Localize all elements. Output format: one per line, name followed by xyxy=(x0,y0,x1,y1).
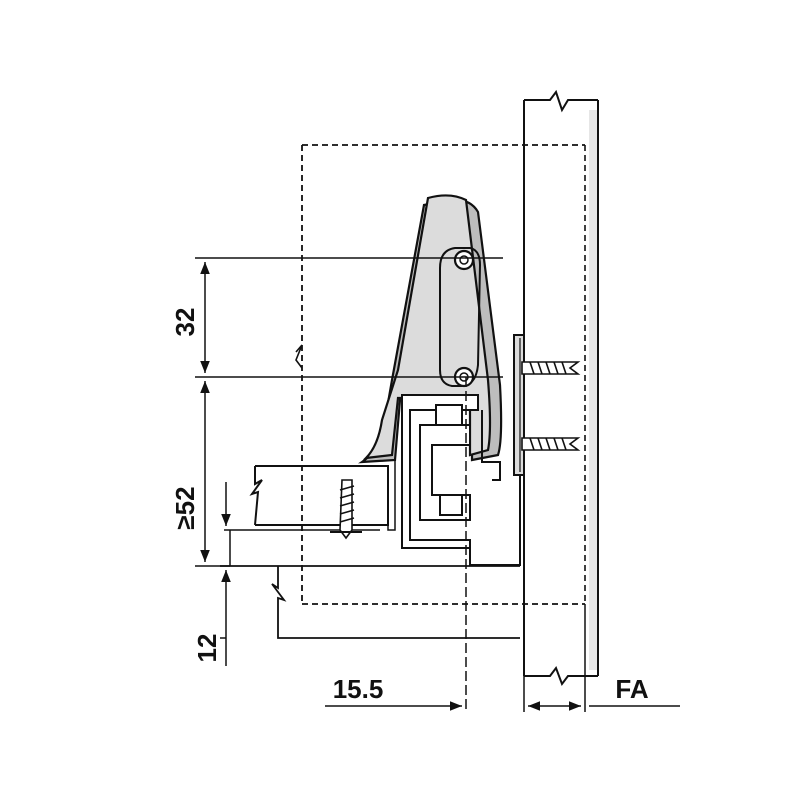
screw-upper xyxy=(521,361,581,375)
break-mark xyxy=(295,344,303,369)
dimension-12-label: 12 xyxy=(192,634,222,663)
dimension-fa-label: FA xyxy=(615,674,648,704)
mounting-plate xyxy=(513,334,525,476)
screw-bottom xyxy=(330,479,362,540)
dimension-lines xyxy=(195,257,680,712)
front-panel xyxy=(523,89,599,687)
lower-panel xyxy=(220,565,520,639)
dimension-32-label: 32 xyxy=(170,308,200,337)
dimension-15-5-label: 15.5 xyxy=(333,674,384,704)
dimension-min52-label: ≥52 xyxy=(170,486,200,529)
drawer-bracket xyxy=(358,194,503,464)
drawer-outline-dashed xyxy=(301,144,585,605)
screw-lower xyxy=(521,437,581,451)
drawer-bottom-panel xyxy=(224,460,396,531)
rail-profile xyxy=(401,390,521,566)
